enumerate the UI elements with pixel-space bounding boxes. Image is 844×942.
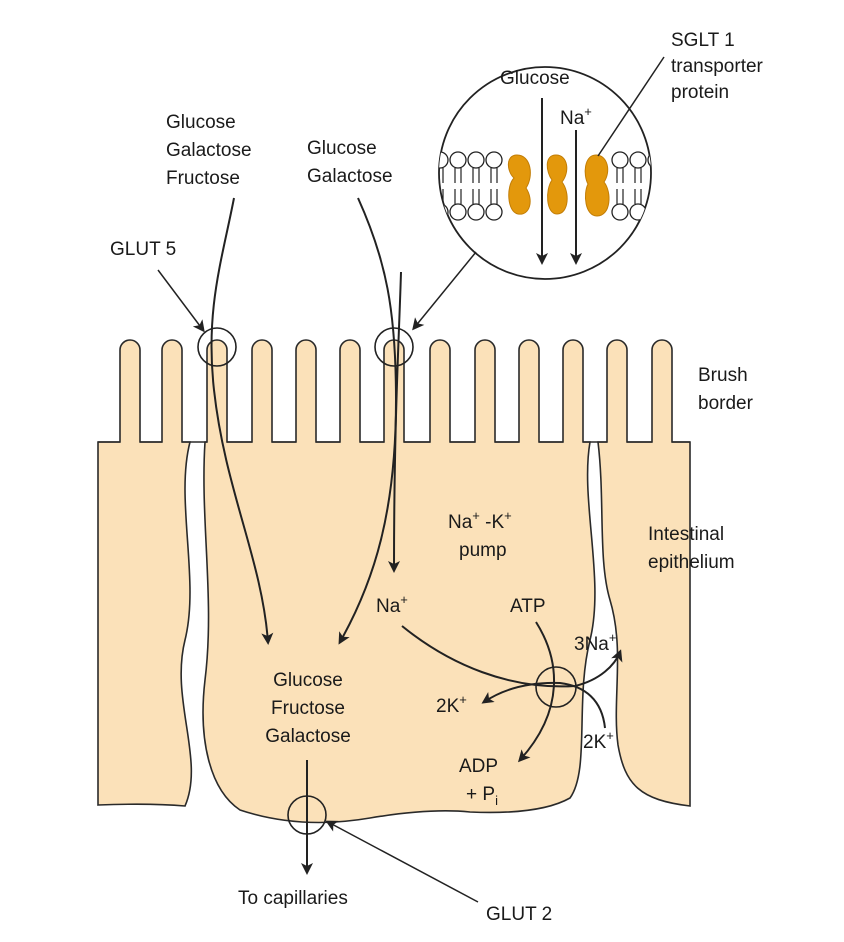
- inset-leader-arrow: [412, 251, 477, 331]
- cell-sugar-line-1: Glucose: [273, 670, 343, 691]
- brush-border-label-2: border: [698, 393, 754, 414]
- sglt1-protein-subunit-1: [507, 154, 531, 215]
- na-k-pump-label-2: pump: [459, 540, 507, 561]
- left-partial-cell: [97, 441, 193, 807]
- k-influx-arrow: [481, 681, 606, 729]
- phospholipid-head: [449, 151, 467, 169]
- brush-border-label-1: Brush: [698, 365, 748, 386]
- na-inside-label: Na+: [376, 592, 408, 617]
- two-k-right-label: 2K+: [583, 728, 614, 753]
- glut2-label: GLUT 2: [486, 904, 552, 925]
- microvillus: [607, 340, 627, 444]
- brush-border-microvilli: [98, 339, 690, 444]
- microvillus: [475, 340, 495, 444]
- glut5-sugar-arrow: [210, 197, 274, 645]
- atp-to-adp-arrow: [517, 621, 556, 763]
- adp-label-1: ADP: [459, 756, 498, 777]
- microvillus: [207, 340, 227, 444]
- sglt1-protein-subunit-3: [584, 154, 610, 217]
- inset-glucose-label: Glucose: [500, 68, 570, 89]
- phospholipid-bilayer-icon: [439, 151, 651, 221]
- microvillus: [519, 340, 539, 444]
- two-k-left-label: 2K+: [436, 692, 467, 717]
- sglt1-line2-label: transporter: [671, 56, 764, 77]
- intestinal-epithelium-label-2: epithelium: [648, 552, 735, 573]
- phospholipid-head: [647, 203, 651, 221]
- microvillus: [162, 340, 182, 444]
- glut2-leader-arrow: [325, 820, 479, 903]
- sglt1-line3-label: protein: [671, 82, 729, 103]
- sglt1-protein-icon: [507, 154, 610, 217]
- phospholipid-head: [449, 203, 467, 221]
- mid-sugar-line-1: Glucose: [307, 138, 377, 159]
- phospholipid-head: [467, 151, 485, 169]
- na-k-pump-label-1: Na+ -K+: [448, 508, 512, 533]
- mid-sugar-line-2: Galactose: [307, 166, 393, 187]
- na-efflux-arrow: [401, 625, 623, 688]
- intestinal-epithelium-label-1: Intestinal: [648, 524, 724, 545]
- phospholipid-head: [629, 151, 647, 169]
- glut5-transporter: [197, 327, 237, 367]
- phospholipid-head: [485, 151, 503, 169]
- phospholipid-head: [647, 151, 651, 169]
- microvillus: [252, 340, 272, 444]
- microvillus: [563, 340, 583, 444]
- phospholipid-head: [611, 151, 629, 169]
- left-sugar-line-2: Galactose: [166, 140, 252, 161]
- adp-label-2: + Pi: [466, 784, 498, 808]
- right-partial-cell: [597, 441, 691, 807]
- sglt1-title-label: SGLT 1: [671, 30, 735, 51]
- sglt1-magnified-inset: [438, 66, 652, 280]
- three-na-label: 3Na+: [574, 630, 616, 655]
- microvillus: [296, 340, 316, 444]
- phospholipid-head: [485, 203, 503, 221]
- glut5-leader-arrow: [157, 269, 205, 333]
- microvillus: [340, 340, 360, 444]
- inset-na-label: Na+: [560, 104, 592, 129]
- cell-sugar-line-3: Galactose: [265, 726, 351, 747]
- sglt1-transporter-site: [374, 327, 414, 367]
- sglt1-label-leader: [597, 56, 665, 157]
- glut5-label: GLUT 5: [110, 239, 176, 260]
- phospholipid-head: [467, 203, 485, 221]
- cell-sugar-line-2: Fructose: [271, 698, 345, 719]
- microvillus: [120, 340, 140, 444]
- microvillus: [652, 340, 672, 444]
- sglt1-sodium-arrow: [388, 271, 402, 573]
- left-sugar-line-1: Glucose: [166, 112, 236, 133]
- to-capillaries-label: To capillaries: [238, 888, 348, 909]
- sglt1-protein-subunit-2: [546, 154, 568, 215]
- main-epithelial-cell: [202, 441, 596, 824]
- microvillus: [430, 340, 450, 444]
- phospholipid-head: [611, 203, 629, 221]
- atp-label: ATP: [510, 596, 546, 617]
- left-sugar-line-3: Fructose: [166, 168, 240, 189]
